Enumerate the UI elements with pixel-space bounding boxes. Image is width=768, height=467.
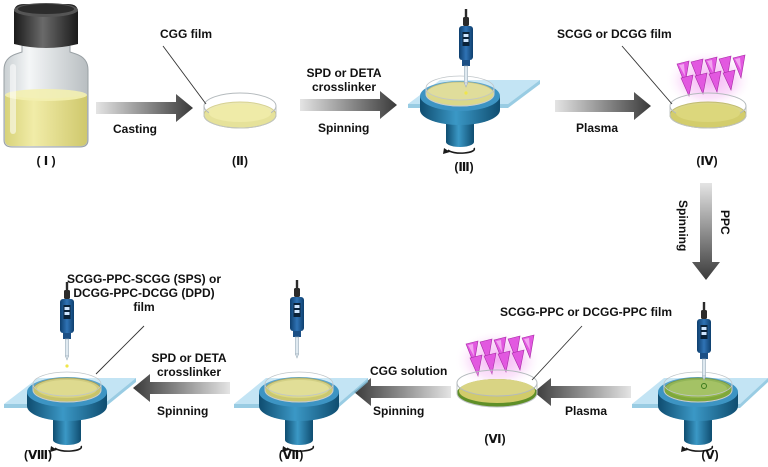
label-casting: Casting: [113, 122, 158, 136]
arrow-cgg-solution: [354, 378, 451, 406]
label-spinning-bottom-mid: Spinning: [373, 404, 425, 418]
bottle-illustration: [3, 3, 89, 148]
label-sps-film-3: film: [133, 300, 155, 314]
stage-label-1: ( Ⅰ ): [36, 154, 56, 168]
arrow-spinning-top: [300, 91, 397, 119]
label-spinning-top: Spinning: [318, 121, 370, 135]
label-cgg-solution: CGG solution: [370, 364, 448, 378]
petri-dish-cgg: [203, 92, 277, 129]
label-cgg-film: CGG film: [160, 27, 213, 41]
spin-coater-7: [234, 279, 368, 452]
label-sps-film-1: SCGG-PPC-SCGG (SPS) or: [66, 272, 222, 286]
label-plasma-top: Plasma: [576, 121, 619, 135]
stage-label-2: (Ⅱ): [232, 154, 248, 168]
petri-dish-plasma-4: [664, 49, 754, 129]
label-crosslinker-top-1: SPD or DETA: [306, 66, 382, 80]
label-spinning-bottom-left: Spinning: [157, 404, 209, 418]
arrow-casting: [96, 94, 193, 122]
spin-coater-3: [408, 8, 540, 154]
label-sps-film-2: DCGG-PPC-DCGG (DPD): [73, 286, 215, 300]
label-crosslinker-bottom-2: crosslinker: [156, 365, 222, 379]
label-scgg-dcgg-film: SCGG or DCGG film: [557, 27, 672, 41]
stage-label-6: (Ⅵ): [484, 432, 506, 446]
petri-dish-plasma-6: [453, 329, 543, 408]
label-plasma-bottom: Plasma: [565, 404, 608, 418]
arrow-crosslinker-bottom: [133, 374, 230, 402]
label-ppc: PPC: [718, 210, 732, 235]
stage-label-4: (Ⅳ): [696, 154, 718, 168]
spin-coater-5: [632, 301, 768, 452]
arrow-plasma-bottom: [534, 378, 631, 406]
stage-label-8: (Ⅷ): [23, 448, 53, 462]
label-crosslinker-top-2: crosslinker: [311, 80, 377, 94]
label-spinning-vertical: Spinning: [676, 200, 690, 252]
label-crosslinker-bottom-1: SPD or DETA: [151, 351, 227, 365]
stage-label-3: (Ⅲ): [454, 160, 474, 174]
arrow-plasma-top: [555, 92, 651, 120]
stage-label-7: (Ⅶ): [278, 448, 304, 462]
stage-label-5: (Ⅴ): [701, 448, 719, 462]
arrow-ppc-vertical: [692, 183, 720, 280]
spin-coater-8: [4, 281, 136, 452]
label-scgg-ppc-film: SCGG-PPC or DCGG-PPC film: [500, 305, 673, 319]
